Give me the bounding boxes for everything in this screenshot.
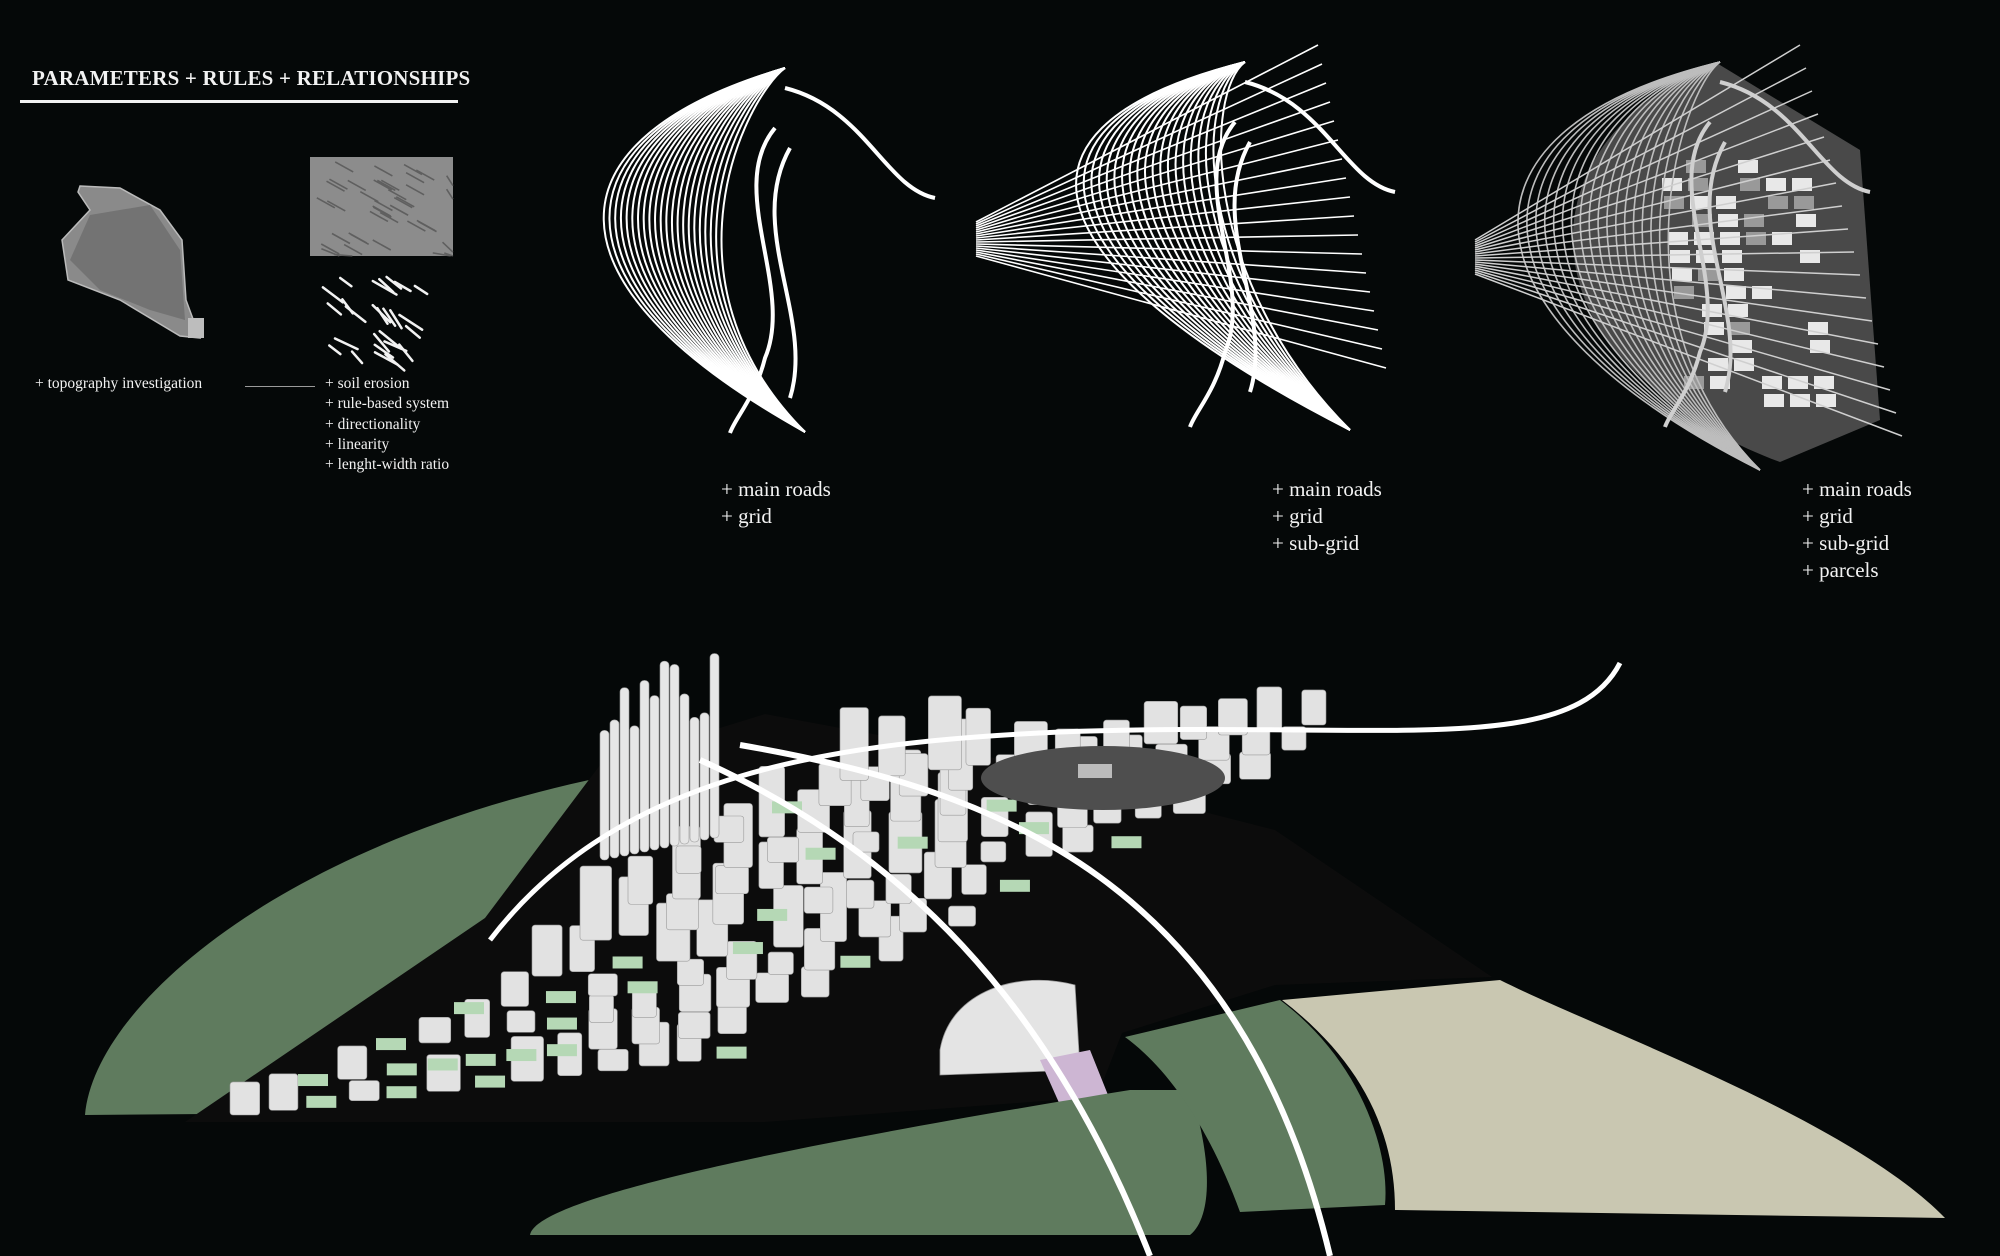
- connector-line: [245, 386, 315, 387]
- main-road-3: [698, 757, 1153, 1256]
- main-road-2: [739, 742, 1333, 1256]
- park-green-bottom: [530, 1090, 1207, 1235]
- step-item: + grid: [721, 504, 772, 528]
- factor-list: + soil erosion + rule-based system + dir…: [325, 374, 449, 475]
- factor-item: + directionality: [325, 415, 421, 433]
- topography-label: + topography investigation: [35, 375, 203, 392]
- title-underline: [20, 100, 458, 103]
- step-item: + main roads: [1272, 477, 1382, 501]
- page-title: PARAMETERS + RULES + RELATIONSHIPS: [32, 66, 471, 90]
- open-field-beige: [1282, 980, 1945, 1218]
- factor-item: + rule-based system: [325, 395, 450, 413]
- factor-item: + lenght-width ratio: [325, 456, 450, 474]
- step-2-label: + main roads + grid + sub-grid: [1272, 476, 1382, 557]
- step-item: + grid: [1802, 504, 1853, 528]
- step-item: + grid: [1272, 504, 1323, 528]
- diagram-sub-grid: [975, 44, 1396, 431]
- step-item: + parcels: [1802, 558, 1879, 582]
- factor-item: + linearity: [325, 435, 390, 453]
- main-road: [488, 661, 1623, 942]
- topography-model-image: [61, 185, 204, 339]
- diagram-parcels: [1474, 44, 1903, 471]
- step-item: + sub-grid: [1802, 531, 1890, 555]
- step-3-label: + main roads + grid + sub-grid + parcels: [1802, 476, 1912, 584]
- park-green-center: [1125, 1000, 1386, 1212]
- erosion-strokes-graphic: [321, 275, 429, 372]
- city-masterplan-model: [85, 653, 1945, 1256]
- diagram-main-roads-grid: [602, 67, 936, 434]
- soil-erosion-texture-image: [310, 157, 454, 257]
- step-1-label: + main roads + grid: [721, 476, 831, 530]
- step-item: + main roads: [1802, 477, 1912, 501]
- step-item: + sub-grid: [1272, 531, 1360, 555]
- factor-item: + soil erosion: [325, 375, 410, 392]
- step-item: + main roads: [721, 477, 831, 501]
